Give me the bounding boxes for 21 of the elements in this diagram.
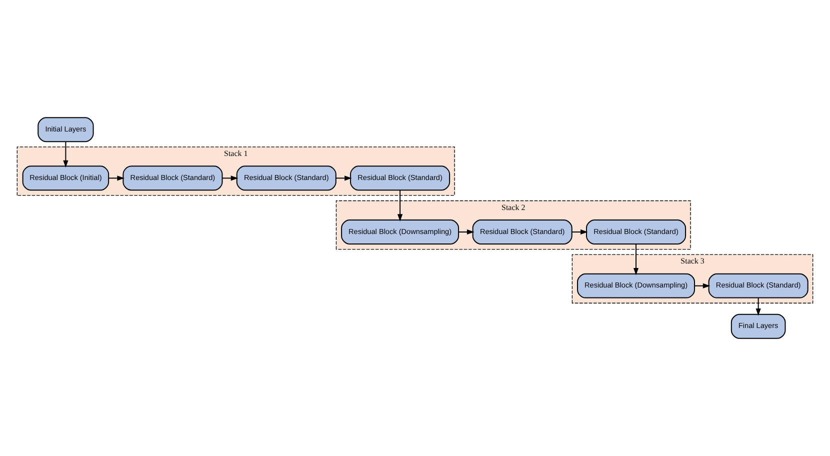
arrow [694, 283, 710, 288]
arrow [222, 176, 238, 181]
node-box: Residual Block (Initial) [22, 166, 110, 191]
arrow [572, 229, 588, 235]
arrow [633, 244, 639, 276]
node-box: Residual Block (Standard) [122, 166, 223, 191]
node-box: Residual Block (Downsampling) [577, 273, 695, 298]
arrow [336, 176, 352, 181]
arrow [756, 297, 761, 316]
arrow [458, 229, 474, 235]
node-box: Residual Block (Standard) [586, 220, 686, 244]
arrow [63, 141, 68, 168]
node-box: Residual Block (Downsampling) [341, 220, 460, 244]
arrow [108, 176, 124, 181]
node-box: Final Layers [730, 314, 786, 339]
node-box: Residual Block (Standard) [350, 166, 450, 191]
node-box: Initial Layers [38, 117, 94, 142]
node-box: Residual Block (Standard) [472, 220, 572, 244]
arrow [397, 190, 403, 222]
node-box: Residual Block (Standard) [708, 273, 808, 298]
node-box: Residual Block (Standard) [236, 166, 336, 191]
